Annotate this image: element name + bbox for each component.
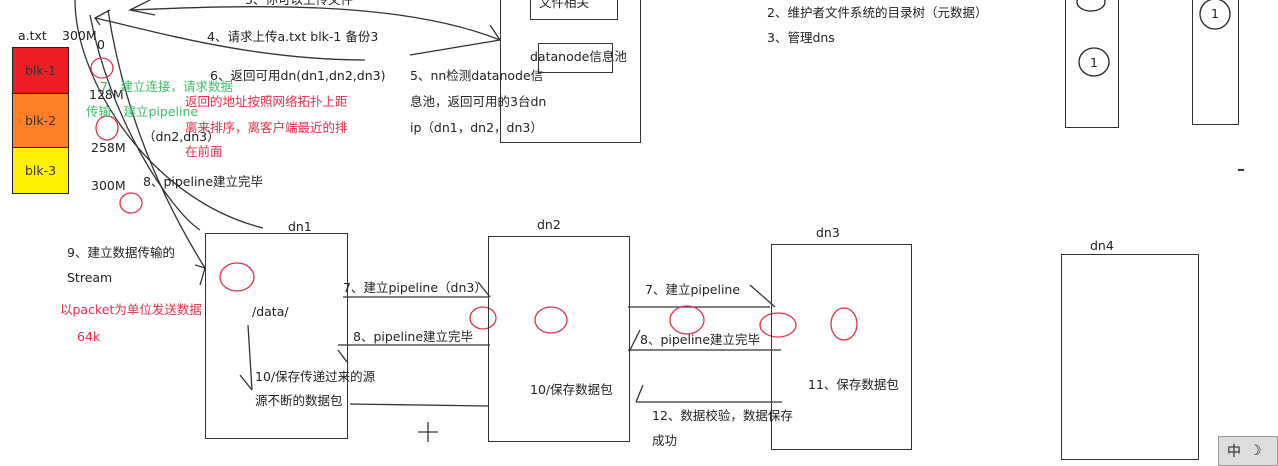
namenode-box [500,0,641,143]
dn4-box [1061,254,1199,460]
dn2-dn3-step8: 8、pipeline建立完毕 [640,332,761,347]
marker [469,306,497,330]
moon-icon: ☽ [1249,443,1262,459]
dn1-dn2-line10 [349,403,489,407]
datanode-pool-label: datanode信息池 [530,49,627,64]
step5-line1: 5、nn检测datanode信 [410,68,544,83]
step5-line2: 息池，返回可用的3台dn [410,94,547,109]
dn3-box [771,244,912,450]
dn1-dn2-line8 [337,344,490,363]
replica-mark: 1 [1090,55,1098,70]
step12-line2: 成功 [652,433,678,448]
dn2-box [488,236,630,442]
dn3-label: dn3 [816,225,840,240]
dn1-dn2-step7: 7、建立pipeline（dn3） [343,280,487,295]
dn1-step10-line1: 10/保存传递过来的源 [255,369,376,384]
step6-label: 6、返回可用dn(dn1,dn2,dn3) [210,68,386,83]
marker [534,306,568,334]
duty-2: 2、维护者文件系统的目录树（元数据） [767,5,988,20]
dn2-dn3-line8 [628,329,781,351]
dn1-box [205,233,348,439]
dn2-dn3-line7 [628,284,776,308]
step9-line1: 9、建立数据传输的 [67,245,175,260]
step12-line1: 12、数据校验，数据保存 [652,408,793,423]
step5-line3: ip（dn1，dn2，dn3） [410,120,543,135]
dn1-path: /data/ [252,304,289,319]
packet-note: 以packet为单位发送数据 [60,302,202,317]
offset-258m: 258M [91,140,126,155]
ime-indicator[interactable]: 中☽ [1218,436,1278,466]
block-2: blk-2 [12,93,69,148]
rack-box-2 [1192,0,1239,125]
cursor-crosshair [418,422,438,442]
block-1: blk-1 [12,47,69,94]
dn3-step11: 11、保存数据包 [808,377,899,392]
offset-0: 0 [97,37,105,52]
step3-label: 3、你可以上传文件 [245,0,353,8]
file-name: a.txt [18,28,47,43]
step4-label: 4、请求上传a.txt blk-1 备份3 [207,29,379,44]
file-box: 文件相关 [530,0,618,20]
dn2-step10: 10/保存数据包 [530,382,613,397]
dn1-label: dn1 [288,219,312,234]
dn1-dn2-step8: 8、pipeline建立完毕 [353,329,474,344]
datanode-pool-box [538,43,613,73]
rack-box-1 [1065,0,1119,128]
ime-label: 中 [1227,444,1241,460]
step7-line2: 传输，建立pipeline [86,104,199,119]
replica-mark: 1 [1211,6,1219,21]
dn1-inner-arrow [239,324,253,391]
step7-line3: （dn2,dn3） [143,129,220,144]
client-line-a [74,0,264,229]
duty-3: 3、管理dns [767,30,835,45]
dn4-label: dn4 [1090,238,1114,253]
dn2-dn3-step7: 7、建立pipeline [645,282,741,297]
file-size: 300M [62,28,97,43]
offset-128m: 128M [89,87,124,102]
arrow-step3 [128,0,501,41]
block-3: blk-3 [12,147,69,194]
step6-note-3: 在前面 [185,144,223,159]
arrow-step4 [94,9,501,61]
marker [669,305,705,335]
marker [95,115,119,141]
dn2-label: dn2 [537,217,561,232]
step8-label: 8、pipeline建立完毕 [143,174,264,189]
client-line-b [89,14,201,231]
step6-note-2: 离来排序，离客户端最近的排 [185,120,348,135]
replica-markers [90,57,858,341]
marker [830,307,858,341]
dn1-step10-line2: 源不断的数据包 [255,393,343,408]
marker [119,192,143,214]
packet-size: 64k [77,329,101,344]
step6-note-1: 返回的地址按照网络拓扑上距 [185,94,348,109]
step7-line1: 7、建立连接，请求数据 [100,79,233,94]
marker [759,312,797,338]
step9-line2: Stream [67,270,113,285]
offset-300m: 300M [91,178,126,193]
marker [219,262,255,292]
dn2-dn3-line12 [635,384,782,403]
marker [90,57,114,79]
